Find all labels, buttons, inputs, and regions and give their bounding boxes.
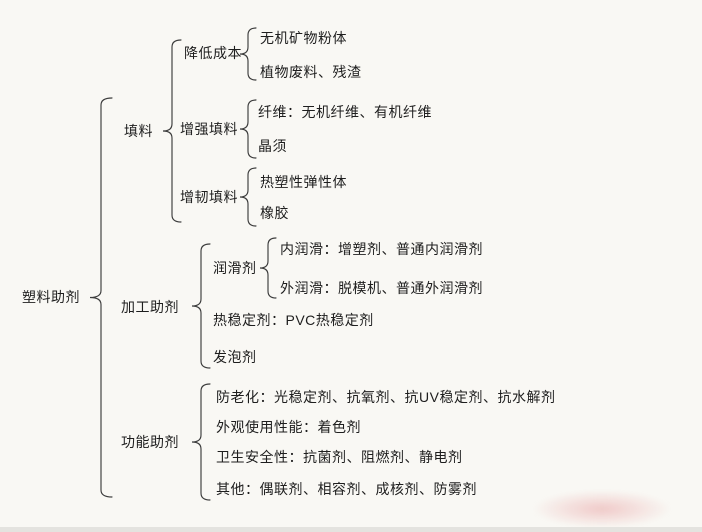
brace-lubricant [259,237,277,299]
leaf-whiskers: 晶须 [258,138,287,154]
leaf-plant-waste-residue: 植物废料、残渣 [260,64,362,80]
bottom-edge-strip [0,527,702,532]
brace-toughening [239,167,257,227]
brace-cost-reduction [239,27,257,81]
node-others-label: 其他：偶联剂、相容剂、成核剂、防雾剂 [216,481,477,497]
node-cost-reduction-label: 降低成本 [184,45,242,61]
node-foaming-agent-label: 发泡剂 [213,349,257,365]
leaf-rubber: 橡胶 [260,205,289,221]
node-toughening-filler-label: 增韧填料 [180,189,238,205]
brace-fillers [162,39,182,223]
brace-processing-aids [191,243,211,369]
brace-root [89,97,113,498]
node-heat-stabilizer-label: 热稳定剂：PVC热稳定剂 [213,312,374,328]
node-hygiene-safety-label: 卫生安全性：抗菌剂、阻燃剂、静电剂 [216,449,463,465]
node-anti-aging-label: 防老化：光稳定剂、抗氧剂、抗UV稳定剂、抗水解剂 [216,389,556,405]
branch-functional-aids-label: 功能助剂 [121,434,179,450]
leaf-internal-lubrication: 内润滑：增塑剂、普通内润滑剂 [280,241,483,257]
leaf-fibers: 纤维：无机纤维、有机纤维 [258,104,432,120]
branch-processing-aids-label: 加工助剂 [121,299,179,315]
leaf-external-lubrication: 外润滑：脱模机、普通外润滑剂 [280,280,483,296]
node-appearance-label: 外观使用性能：着色剂 [216,419,361,435]
branch-fillers-label: 填料 [124,123,153,139]
brace-functional-aids [191,383,211,501]
node-reinforcing-filler-label: 增强填料 [180,121,238,137]
root-node-label: 塑料助剂 [22,289,80,305]
brace-reinforcing [239,99,257,159]
node-lubricant-label: 润滑剂 [213,260,257,276]
leaf-thermoplastic-elastomer: 热塑性弹性体 [260,174,347,190]
leaf-inorganic-mineral-powder: 无机矿物粉体 [260,30,347,46]
